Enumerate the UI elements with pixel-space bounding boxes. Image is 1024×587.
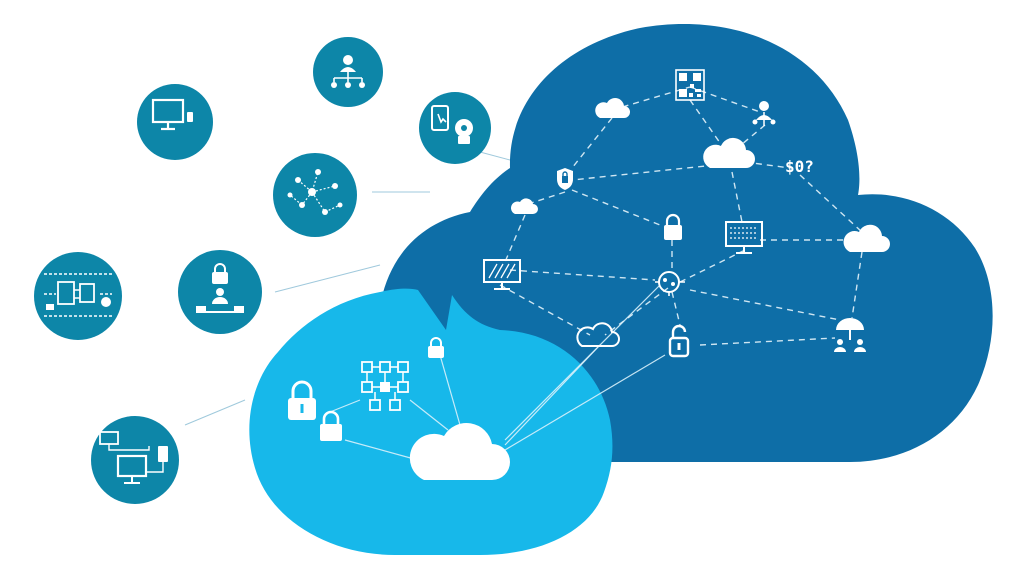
org-chart-icon (331, 55, 365, 88)
cloud-outline-icon (576, 322, 620, 347)
network-links (499, 86, 863, 346)
cloud-icon-small-1 (595, 98, 630, 118)
monitor-icon (725, 221, 763, 254)
lock-icon-small (428, 337, 444, 358)
light-cloud (249, 288, 613, 555)
qr-grid-icon (675, 69, 705, 101)
shield-icon (557, 168, 573, 190)
hierarchy-blocks-icon (361, 361, 409, 411)
server-monitor-icon (483, 259, 521, 290)
umbrella-users-icon (834, 318, 866, 352)
lock-users-circle (178, 250, 262, 334)
lock-users-icon (196, 263, 244, 313)
hierarchy-circle (313, 37, 383, 107)
network-circle (273, 153, 357, 237)
cloud-icon-right (843, 224, 890, 252)
cloud-icon-large (409, 423, 510, 480)
workstation-circle (91, 416, 179, 504)
scatter-network-icon (287, 169, 343, 215)
lock-icon-medium (320, 410, 342, 441)
lock-icon (664, 213, 682, 240)
monitor-icon (151, 98, 193, 131)
user-network-icon (752, 101, 776, 126)
connector-lock-users (274, 264, 381, 293)
light-cloud-links (329, 284, 666, 463)
network-hub-icon (655, 271, 685, 296)
unlock-icon (668, 324, 690, 358)
code-glyph-icon: $0? (785, 157, 814, 176)
monitor-circle (137, 84, 213, 160)
device-circle (419, 92, 491, 164)
lock-icon-large (288, 380, 316, 420)
touch-device-icon (431, 105, 473, 144)
circuit-circle (34, 252, 122, 340)
cloud-icon-small-2 (511, 198, 538, 214)
external-connectors (184, 151, 511, 426)
connector-device (479, 151, 511, 161)
connector-workstation (184, 399, 246, 426)
circuit-board-icon (44, 273, 112, 317)
cloud-icon-medium (703, 137, 755, 168)
workstation-icon (99, 431, 168, 484)
